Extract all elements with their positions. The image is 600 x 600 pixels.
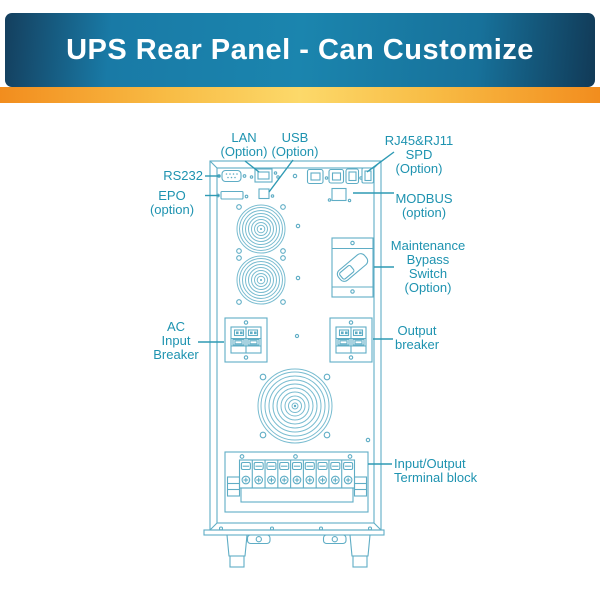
lan-port [249, 168, 280, 183]
usb-leader [268, 159, 294, 193]
page-title: UPS Rear Panel - Can Customize [66, 33, 534, 66]
label-rs232: RS232 [163, 168, 203, 183]
leveling-feet [246, 534, 347, 545]
spd-ports [306, 167, 375, 185]
terminal-cells [240, 460, 354, 488]
casters [226, 534, 371, 568]
fan-top-upper [236, 204, 286, 254]
terminal-block [224, 451, 369, 513]
header-orange-stripe [0, 87, 600, 103]
leader-lines [198, 151, 395, 465]
panel-outline [203, 160, 385, 536]
output-breaker [329, 317, 373, 363]
maintenance-bypass-switch [331, 237, 374, 298]
rs232-port [217, 169, 247, 183]
modbus-port [327, 187, 352, 203]
label-epo: EPO (option) [149, 188, 195, 217]
lan-leader [244, 160, 260, 173]
label-usb: USB (Option) [271, 130, 319, 159]
label-output-breaker: Output breaker [394, 323, 440, 352]
label-lan: LAN (Option) [220, 130, 268, 159]
label-maintenance-bypass: Maintenance Bypass Switch (Option) [390, 238, 466, 295]
header-banner: UPS Rear Panel - Can Customize [5, 13, 595, 87]
label-terminal-block: Input/Output Terminal block [394, 456, 478, 485]
ac-input-breaker [224, 317, 268, 363]
epo-port [216, 190, 249, 200]
label-rj45-spd: RJ45&RJ11 SPD (Option) [384, 133, 454, 176]
main-fan [257, 368, 333, 444]
fan-top-lower [236, 255, 286, 305]
label-modbus: MODBUS (option) [395, 191, 453, 220]
label-ac-input-breaker: AC Input Breaker [153, 319, 199, 362]
usb-port [258, 188, 275, 200]
rj45-spd-leader [366, 151, 395, 173]
